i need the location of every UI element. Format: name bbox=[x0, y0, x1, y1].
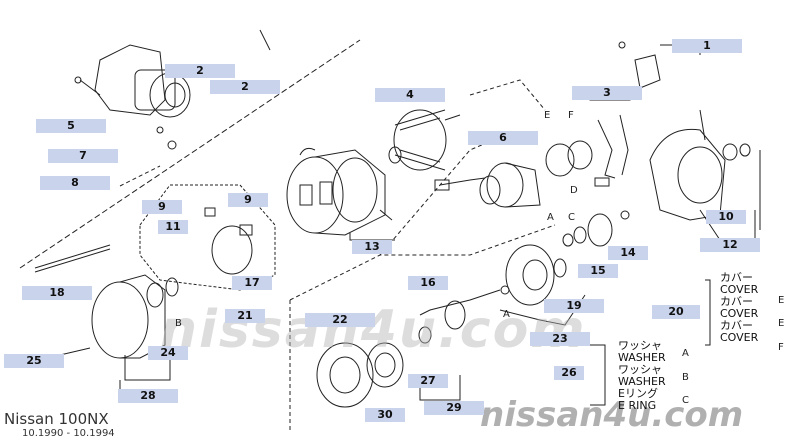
callout-9-left[interactable]: 9 bbox=[142, 200, 182, 214]
legend-20-en3: COVER bbox=[720, 331, 759, 344]
legend-26-jp1: ワッシャ bbox=[618, 339, 662, 352]
callout-23[interactable]: 23 bbox=[530, 332, 590, 346]
legend-26-letter-c: C bbox=[682, 395, 689, 406]
callout-15[interactable]: 15 bbox=[578, 264, 618, 278]
callout-16[interactable]: 16 bbox=[408, 276, 448, 290]
model-name: Nissan 100NX bbox=[4, 410, 109, 428]
legend-26: ワッシャ WASHER ワッシャ WASHER Eリング E RING bbox=[618, 340, 666, 412]
callout-4[interactable]: 4 bbox=[375, 88, 445, 102]
legend-20-letter-f: F bbox=[778, 342, 784, 353]
letter-a: A bbox=[547, 212, 554, 223]
callout-2-right[interactable]: 2 bbox=[210, 80, 280, 94]
callout-8[interactable]: 8 bbox=[40, 176, 110, 190]
callout-28[interactable]: 28 bbox=[118, 389, 178, 403]
callout-5[interactable]: 5 bbox=[36, 119, 106, 133]
letter-e: E bbox=[544, 110, 551, 121]
legend-26-jp3: Eリング bbox=[618, 387, 658, 400]
letter-a-lower: A bbox=[503, 309, 510, 320]
callout-12[interactable]: 12 bbox=[700, 238, 760, 252]
letter-c: C bbox=[568, 212, 575, 223]
rear-housing-drawing bbox=[649, 109, 751, 221]
watermark-center: nissan4u.com bbox=[160, 300, 587, 360]
letter-b: B bbox=[175, 318, 182, 329]
callout-17[interactable]: 17 bbox=[232, 276, 272, 290]
callout-20[interactable]: 20 bbox=[652, 305, 700, 319]
callout-24[interactable]: 24 bbox=[148, 346, 188, 360]
starter-motor-drawing bbox=[74, 44, 191, 150]
watermark-bottom: nissan4u.com bbox=[480, 395, 744, 435]
legend-26-jp2: ワッシャ bbox=[618, 363, 662, 376]
legend-26-letter-b: B bbox=[682, 372, 689, 383]
callout-9-right[interactable]: 9 bbox=[228, 193, 268, 207]
rear-cover-drawing bbox=[59, 274, 179, 359]
legend-20-letter-e: E bbox=[778, 295, 785, 306]
letter-f: F bbox=[568, 110, 574, 121]
callout-7[interactable]: 7 bbox=[48, 149, 118, 163]
legend-26-en1: WASHER bbox=[618, 351, 666, 364]
legend-20-en1: COVER bbox=[720, 283, 759, 296]
legend-26-en2: WASHER bbox=[618, 375, 666, 388]
legend-20-jp3: カバー bbox=[720, 319, 753, 332]
callout-30[interactable]: 30 bbox=[365, 408, 405, 422]
callout-10[interactable]: 10 bbox=[706, 210, 746, 224]
yoke-drawing bbox=[286, 147, 393, 236]
legend-26-en3: E RING bbox=[618, 399, 657, 412]
callout-18[interactable]: 18 bbox=[22, 286, 92, 300]
callout-1[interactable]: 1 bbox=[672, 39, 742, 53]
armature-drawing bbox=[388, 109, 461, 171]
callout-26[interactable]: 26 bbox=[554, 366, 584, 380]
legend-20: カバー COVER カバー COVER カバー COVER bbox=[720, 272, 758, 344]
legend-20-en2: COVER bbox=[720, 307, 759, 320]
callout-14[interactable]: 14 bbox=[608, 246, 648, 260]
callout-3[interactable]: 3 bbox=[572, 86, 642, 100]
callout-6[interactable]: 6 bbox=[468, 131, 538, 145]
legend-20-jp1: カバー bbox=[720, 271, 753, 284]
letter-d: D bbox=[570, 185, 578, 196]
callout-13[interactable]: 13 bbox=[352, 240, 392, 254]
callout-27[interactable]: 27 bbox=[408, 374, 448, 388]
callout-19[interactable]: 19 bbox=[544, 299, 604, 313]
callout-11[interactable]: 11 bbox=[158, 220, 188, 234]
callout-22[interactable]: 22 bbox=[305, 313, 375, 327]
legend-26-letter-a: A bbox=[682, 348, 689, 359]
solenoid-drawing bbox=[434, 162, 541, 208]
legend-20-letter-e2: E bbox=[778, 318, 785, 329]
model-dates: 10.1990 - 10.1994 bbox=[22, 428, 115, 439]
legend-20-jp2: カバー bbox=[720, 295, 753, 308]
callout-21[interactable]: 21 bbox=[225, 309, 265, 323]
callout-29[interactable]: 29 bbox=[424, 401, 484, 415]
callout-2-top[interactable]: 2 bbox=[165, 64, 235, 78]
callout-25[interactable]: 25 bbox=[4, 354, 64, 368]
